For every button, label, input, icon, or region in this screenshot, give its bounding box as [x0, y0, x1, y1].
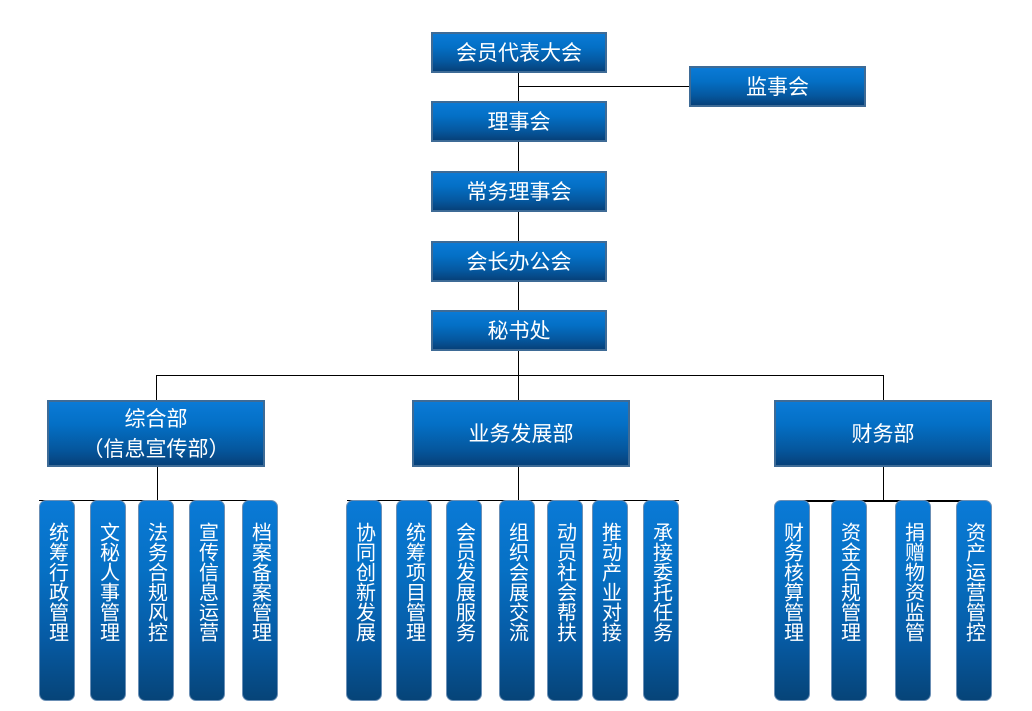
unit-label: 财务核算管理 — [780, 522, 805, 642]
unit-finance-2[interactable]: 捐赠物资监管 — [895, 500, 931, 701]
dept-label: 财务部 — [851, 421, 915, 446]
connector-general-down — [157, 466, 158, 501]
connector-dept-finance — [883, 375, 884, 400]
connector-president-secretariat — [518, 281, 519, 310]
unit-general-1[interactable]: 文秘人事管理 — [90, 500, 126, 701]
unit-label: 动员社会帮扶 — [553, 522, 578, 642]
unit-label: 档案备案管理 — [248, 522, 273, 642]
node-secretariat[interactable]: 秘书处 — [431, 310, 607, 351]
unit-general-4[interactable]: 档案备案管理 — [242, 500, 278, 701]
unit-label: 资金合规管理 — [837, 522, 862, 642]
unit-business-0[interactable]: 协同创新发展 — [346, 500, 382, 701]
connector-finance-down — [883, 466, 884, 501]
node-label: 常务理事会 — [466, 179, 572, 204]
node-standing-council[interactable]: 常务理事会 — [431, 171, 607, 212]
dept-label: 业务发展部 — [468, 421, 574, 446]
node-council[interactable]: 理事会 — [431, 101, 607, 142]
unit-label: 文秘人事管理 — [96, 522, 121, 642]
unit-business-4[interactable]: 动员社会帮扶 — [547, 500, 583, 701]
node-supervisory-board[interactable]: 监事会 — [689, 66, 866, 107]
unit-label: 法务合规风控 — [144, 522, 169, 642]
unit-label: 资产运营管控 — [962, 522, 987, 642]
node-dept-general[interactable]: 综合部 （信息宣传部） — [47, 400, 265, 467]
node-president-office[interactable]: 会长办公会 — [431, 241, 607, 282]
unit-business-2[interactable]: 会员发展服务 — [446, 500, 482, 701]
node-label: 会长办公会 — [466, 249, 572, 274]
unit-general-0[interactable]: 统筹行政管理 — [39, 500, 75, 701]
connector-dept-business — [518, 375, 519, 400]
unit-label: 宣传信息运营 — [195, 522, 220, 642]
connector-dept-bar — [156, 375, 884, 376]
unit-general-2[interactable]: 法务合规风控 — [138, 500, 174, 701]
unit-label: 组织会展交流 — [505, 522, 530, 642]
node-label: 会员代表大会 — [456, 40, 582, 65]
connector-main-spine — [518, 72, 519, 102]
connector-supervisory — [518, 86, 689, 87]
unit-label: 承接委托任务 — [649, 522, 674, 642]
unit-finance-0[interactable]: 财务核算管理 — [774, 500, 810, 701]
unit-business-6[interactable]: 承接委托任务 — [643, 500, 679, 701]
node-label: 秘书处 — [487, 318, 551, 343]
node-dept-business[interactable]: 业务发展部 — [412, 400, 630, 467]
unit-finance-3[interactable]: 资产运营管控 — [956, 500, 992, 701]
connector-secretariat-down — [518, 350, 519, 375]
connector-business-down — [518, 466, 519, 501]
node-label: 理事会 — [487, 109, 551, 134]
connector-dept-general — [156, 375, 157, 400]
unit-business-3[interactable]: 组织会展交流 — [499, 500, 535, 701]
dept-label: 综合部 — [124, 406, 188, 431]
node-dept-finance[interactable]: 财务部 — [774, 400, 992, 467]
dept-sublabel: （信息宣传部） — [82, 436, 230, 461]
node-congress[interactable]: 会员代表大会 — [431, 32, 607, 73]
unit-label: 统筹行政管理 — [45, 522, 70, 642]
unit-label: 会员发展服务 — [452, 522, 477, 642]
node-label: 监事会 — [746, 74, 809, 99]
unit-label: 捐赠物资监管 — [901, 522, 926, 642]
connector-finance-units-bar — [782, 500, 983, 502]
unit-label: 统筹项目管理 — [402, 522, 427, 642]
connector-standing-president — [518, 211, 519, 241]
unit-general-3[interactable]: 宣传信息运营 — [189, 500, 225, 701]
unit-business-1[interactable]: 统筹项目管理 — [396, 500, 432, 701]
unit-label: 协同创新发展 — [352, 522, 377, 642]
unit-label: 推动产业对接 — [598, 522, 623, 642]
unit-business-5[interactable]: 推动产业对接 — [592, 500, 628, 701]
connector-council-standing — [518, 141, 519, 171]
unit-finance-1[interactable]: 资金合规管理 — [831, 500, 867, 701]
